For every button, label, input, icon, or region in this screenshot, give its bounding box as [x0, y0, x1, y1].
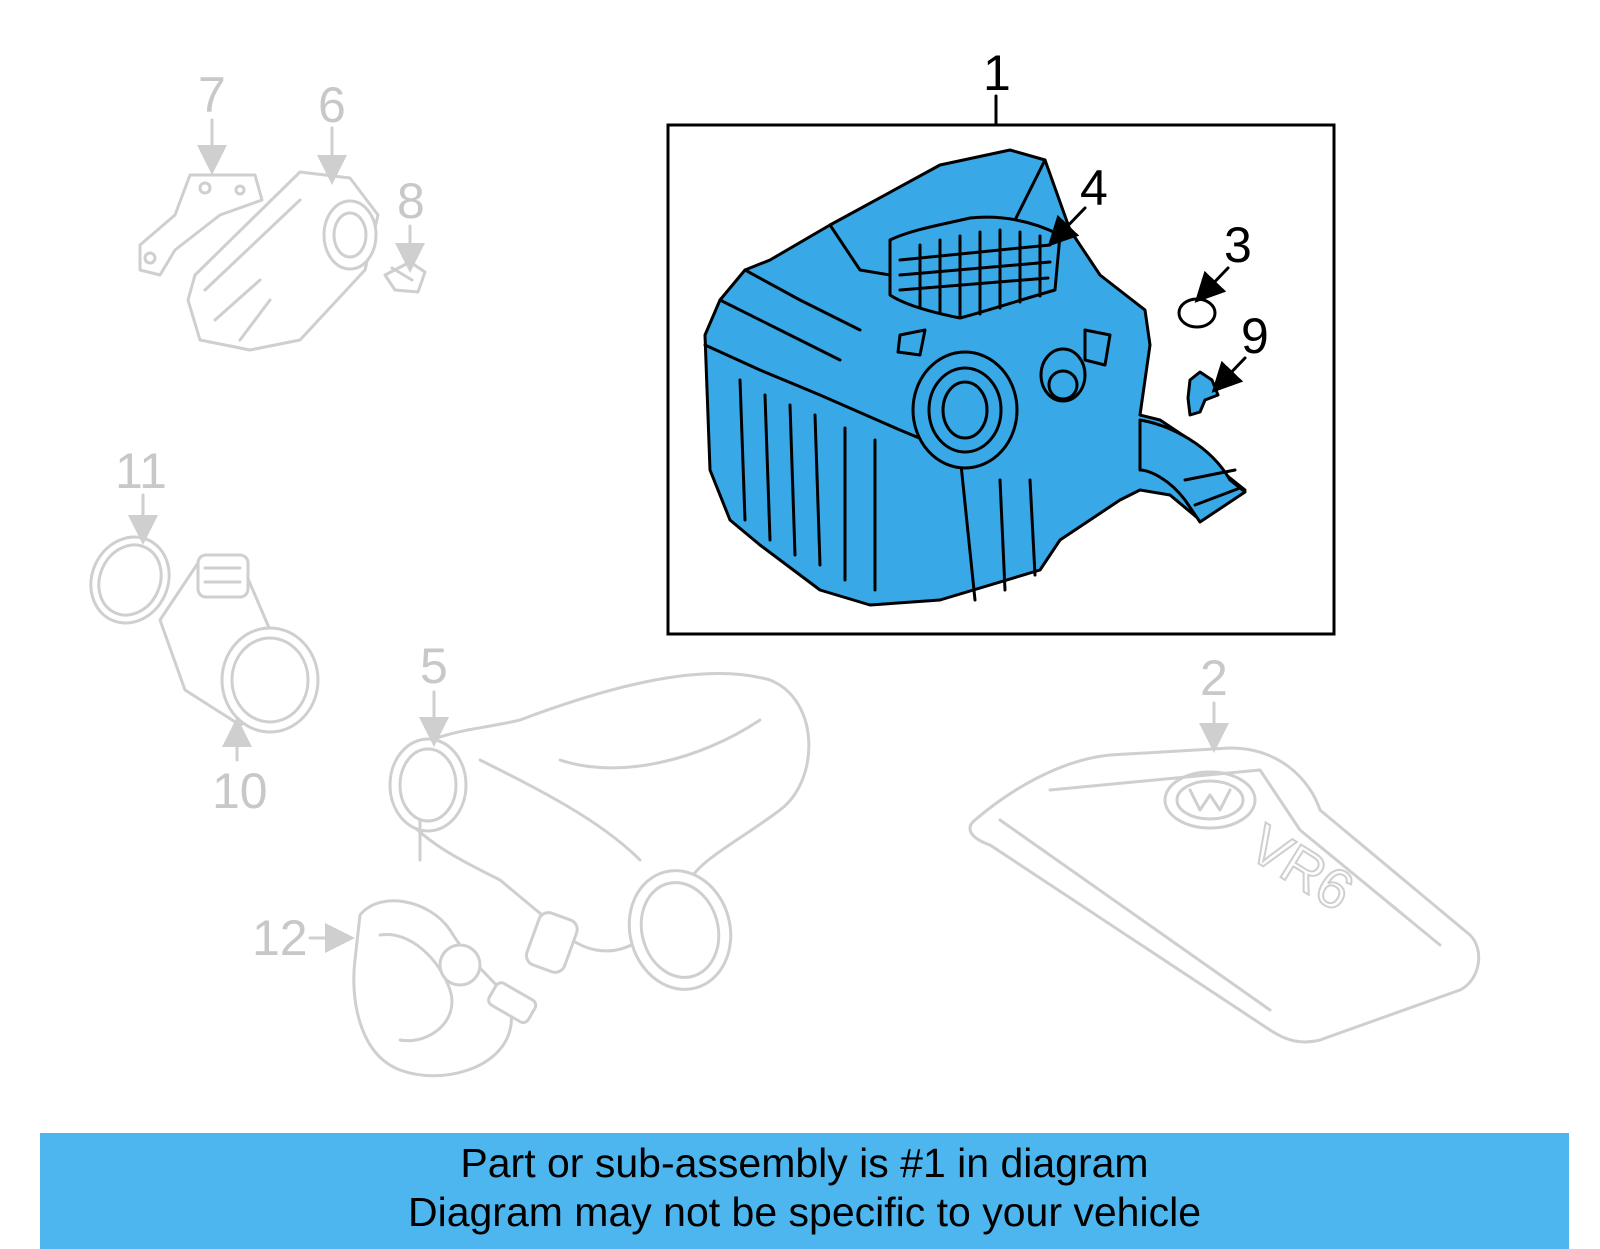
leader-9 — [1211, 356, 1247, 393]
maf-sensor-part-10 — [158, 553, 320, 734]
highlight-box — [666, 123, 1336, 636]
elbow-hose-part-12 — [352, 899, 538, 1078]
banner-line-1: Part or sub-assembly is #1 in diagram — [460, 1140, 1149, 1186]
intake-duct-part-6 — [186, 170, 380, 352]
callout-2[interactable]: 2 — [1200, 650, 1228, 706]
callout-3[interactable]: 3 — [1224, 217, 1252, 273]
callout-8[interactable]: 8 — [397, 173, 425, 229]
engine-cover-part-2: VR6 — [968, 746, 1481, 1044]
callout-6[interactable]: 6 — [318, 77, 346, 133]
callout-10[interactable]: 10 — [212, 763, 268, 819]
info-banner: Part or sub-assembly is #1 in diagram Di… — [40, 1133, 1569, 1249]
callout-5[interactable]: 5 — [420, 638, 448, 694]
intake-hose-part-5 — [388, 672, 811, 991]
banner-line-2: Diagram may not be specific to your vehi… — [407, 1189, 1201, 1235]
callout-12[interactable]: 12 — [252, 910, 308, 966]
callout-9[interactable]: 9 — [1241, 308, 1269, 364]
leader-4 — [1047, 206, 1087, 247]
grommet-part-9[interactable] — [1186, 370, 1220, 417]
clip-part-8 — [383, 260, 427, 294]
air-cleaner-housing-part-1[interactable] — [703, 148, 1247, 607]
bracket-part-7 — [138, 173, 264, 277]
callout-11[interactable]: 11 — [115, 443, 167, 499]
o-ring-part-3[interactable] — [1177, 297, 1217, 329]
callout-1[interactable]: 1 — [983, 45, 1011, 101]
callout-7[interactable]: 7 — [198, 67, 226, 123]
leader-3 — [1194, 266, 1230, 303]
